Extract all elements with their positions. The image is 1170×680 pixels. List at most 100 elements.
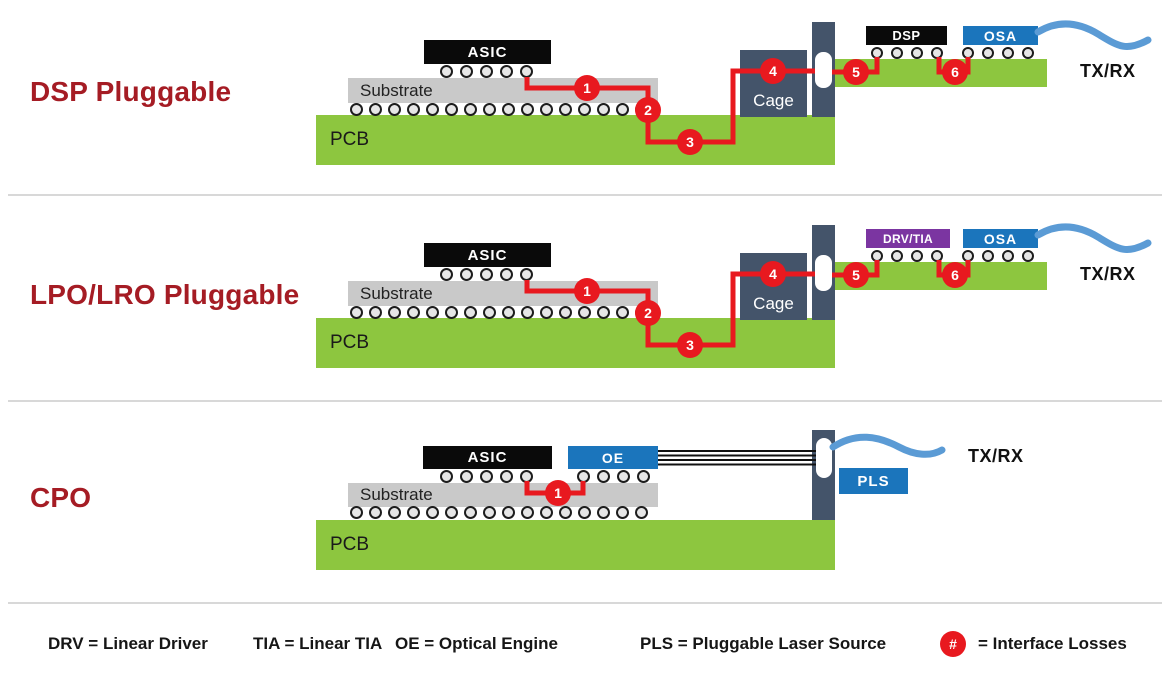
loss-point-5: 5 [843,59,869,85]
drv-tia-label: DRV/TIA [883,231,933,246]
solder-ball [369,103,382,116]
substrate-balls [350,506,648,519]
section-divider [8,400,1162,402]
solder-ball [464,306,477,319]
solder-ball [520,65,533,78]
dsp-label: DSP [892,28,921,43]
solder-ball [521,306,534,319]
solder-ball [559,306,572,319]
solder-ball [982,250,994,262]
solder-ball [1002,47,1014,59]
loss-point-1: 1 [545,480,571,506]
solder-ball [480,65,493,78]
solder-ball [460,268,473,281]
osa-module: OSA [963,229,1038,248]
solder-ball [577,470,590,483]
faceplate-connector [812,430,835,520]
solder-ball [483,306,496,319]
solder-ball [540,506,553,519]
loss-point-5: 5 [843,262,869,288]
asic-balls [440,268,533,281]
solder-ball [597,470,610,483]
solder-ball [460,65,473,78]
legend-pls: PLS = Pluggable Laser Source [640,634,887,653]
pls-label: PLS [857,472,890,490]
pls-module: PLS [839,468,908,494]
solder-ball [578,506,591,519]
asic-chip: ASIC [424,40,551,64]
pcb-label: PCB [330,129,370,150]
loss-point-4: 4 [760,58,786,84]
fiber-cable [1034,223,1152,254]
substrate-label: Substrate [360,485,433,504]
solder-ball [464,103,477,116]
solder-ball [388,506,401,519]
solder-ball [464,506,477,519]
solder-ball [480,470,493,483]
solder-ball [502,306,515,319]
solder-ball [616,306,629,319]
solder-ball [407,506,420,519]
legend-drv: DRV = Linear Driver [48,634,208,653]
solder-ball [521,103,534,116]
loss-point-2: 2 [635,300,661,326]
solder-ball [445,306,458,319]
solder-ball [520,268,533,281]
solder-ball [540,306,553,319]
loss-point-3: 3 [677,332,703,358]
solder-ball [578,103,591,116]
loss-point-2: 2 [635,97,661,123]
oe-module: OE [568,446,658,469]
pcb-label: PCB [330,534,370,555]
solder-ball [440,470,453,483]
osa-label: OSA [983,27,1018,44]
solder-ball [480,268,493,281]
cage-label: Cage [753,294,794,313]
solder-ball [500,470,513,483]
dsp-row-pcb: PCB [316,115,835,165]
solder-ball [616,103,629,116]
solder-ball [502,103,515,116]
solder-ball [483,103,496,116]
txrx-label: TX/RX [1080,264,1136,284]
lpo-row-pcb: PCB [316,318,835,368]
pcb-label: PCB [330,332,370,353]
solder-ball [445,506,458,519]
osa-balls [962,250,1034,262]
cpo-row-pcb: PCB [316,520,835,570]
solder-ball [962,47,974,59]
solder-ball [483,506,496,519]
oe-label: OE [601,449,625,466]
txrx-label: TX/RX [968,446,1024,466]
osa-module: OSA [963,26,1038,45]
legend-tia: TIA = Linear TIA [253,634,383,653]
cage-label: Cage [753,91,794,110]
txrx-label: TX/RX [1080,61,1136,81]
legend-interface-losses: = Interface Losses [978,634,1127,653]
solder-ball [962,250,974,262]
solder-ball [891,250,903,262]
solder-ball [388,306,401,319]
substrate-label: Substrate [360,283,433,303]
solder-ball [426,306,439,319]
solder-ball [891,47,903,59]
interface-loss-badge: # [940,631,966,657]
dsp-row-substrate: Substrate [348,78,658,103]
solder-ball [617,470,630,483]
fiber-cable [1034,20,1152,51]
solder-ball [440,65,453,78]
solder-ball [520,470,533,483]
solder-ball [616,506,629,519]
solder-ball [350,306,363,319]
fiber-cable [829,433,946,458]
faceplate-connector [812,22,835,117]
drv-tia-chip: DRV/TIA [866,229,950,248]
solder-ball [982,47,994,59]
solder-ball [440,268,453,281]
substrate-label: Substrate [360,80,433,100]
cpo-row-substrate: Substrate [348,483,658,507]
solder-ball [369,506,382,519]
solder-ball [559,103,572,116]
solder-ball [1022,47,1034,59]
